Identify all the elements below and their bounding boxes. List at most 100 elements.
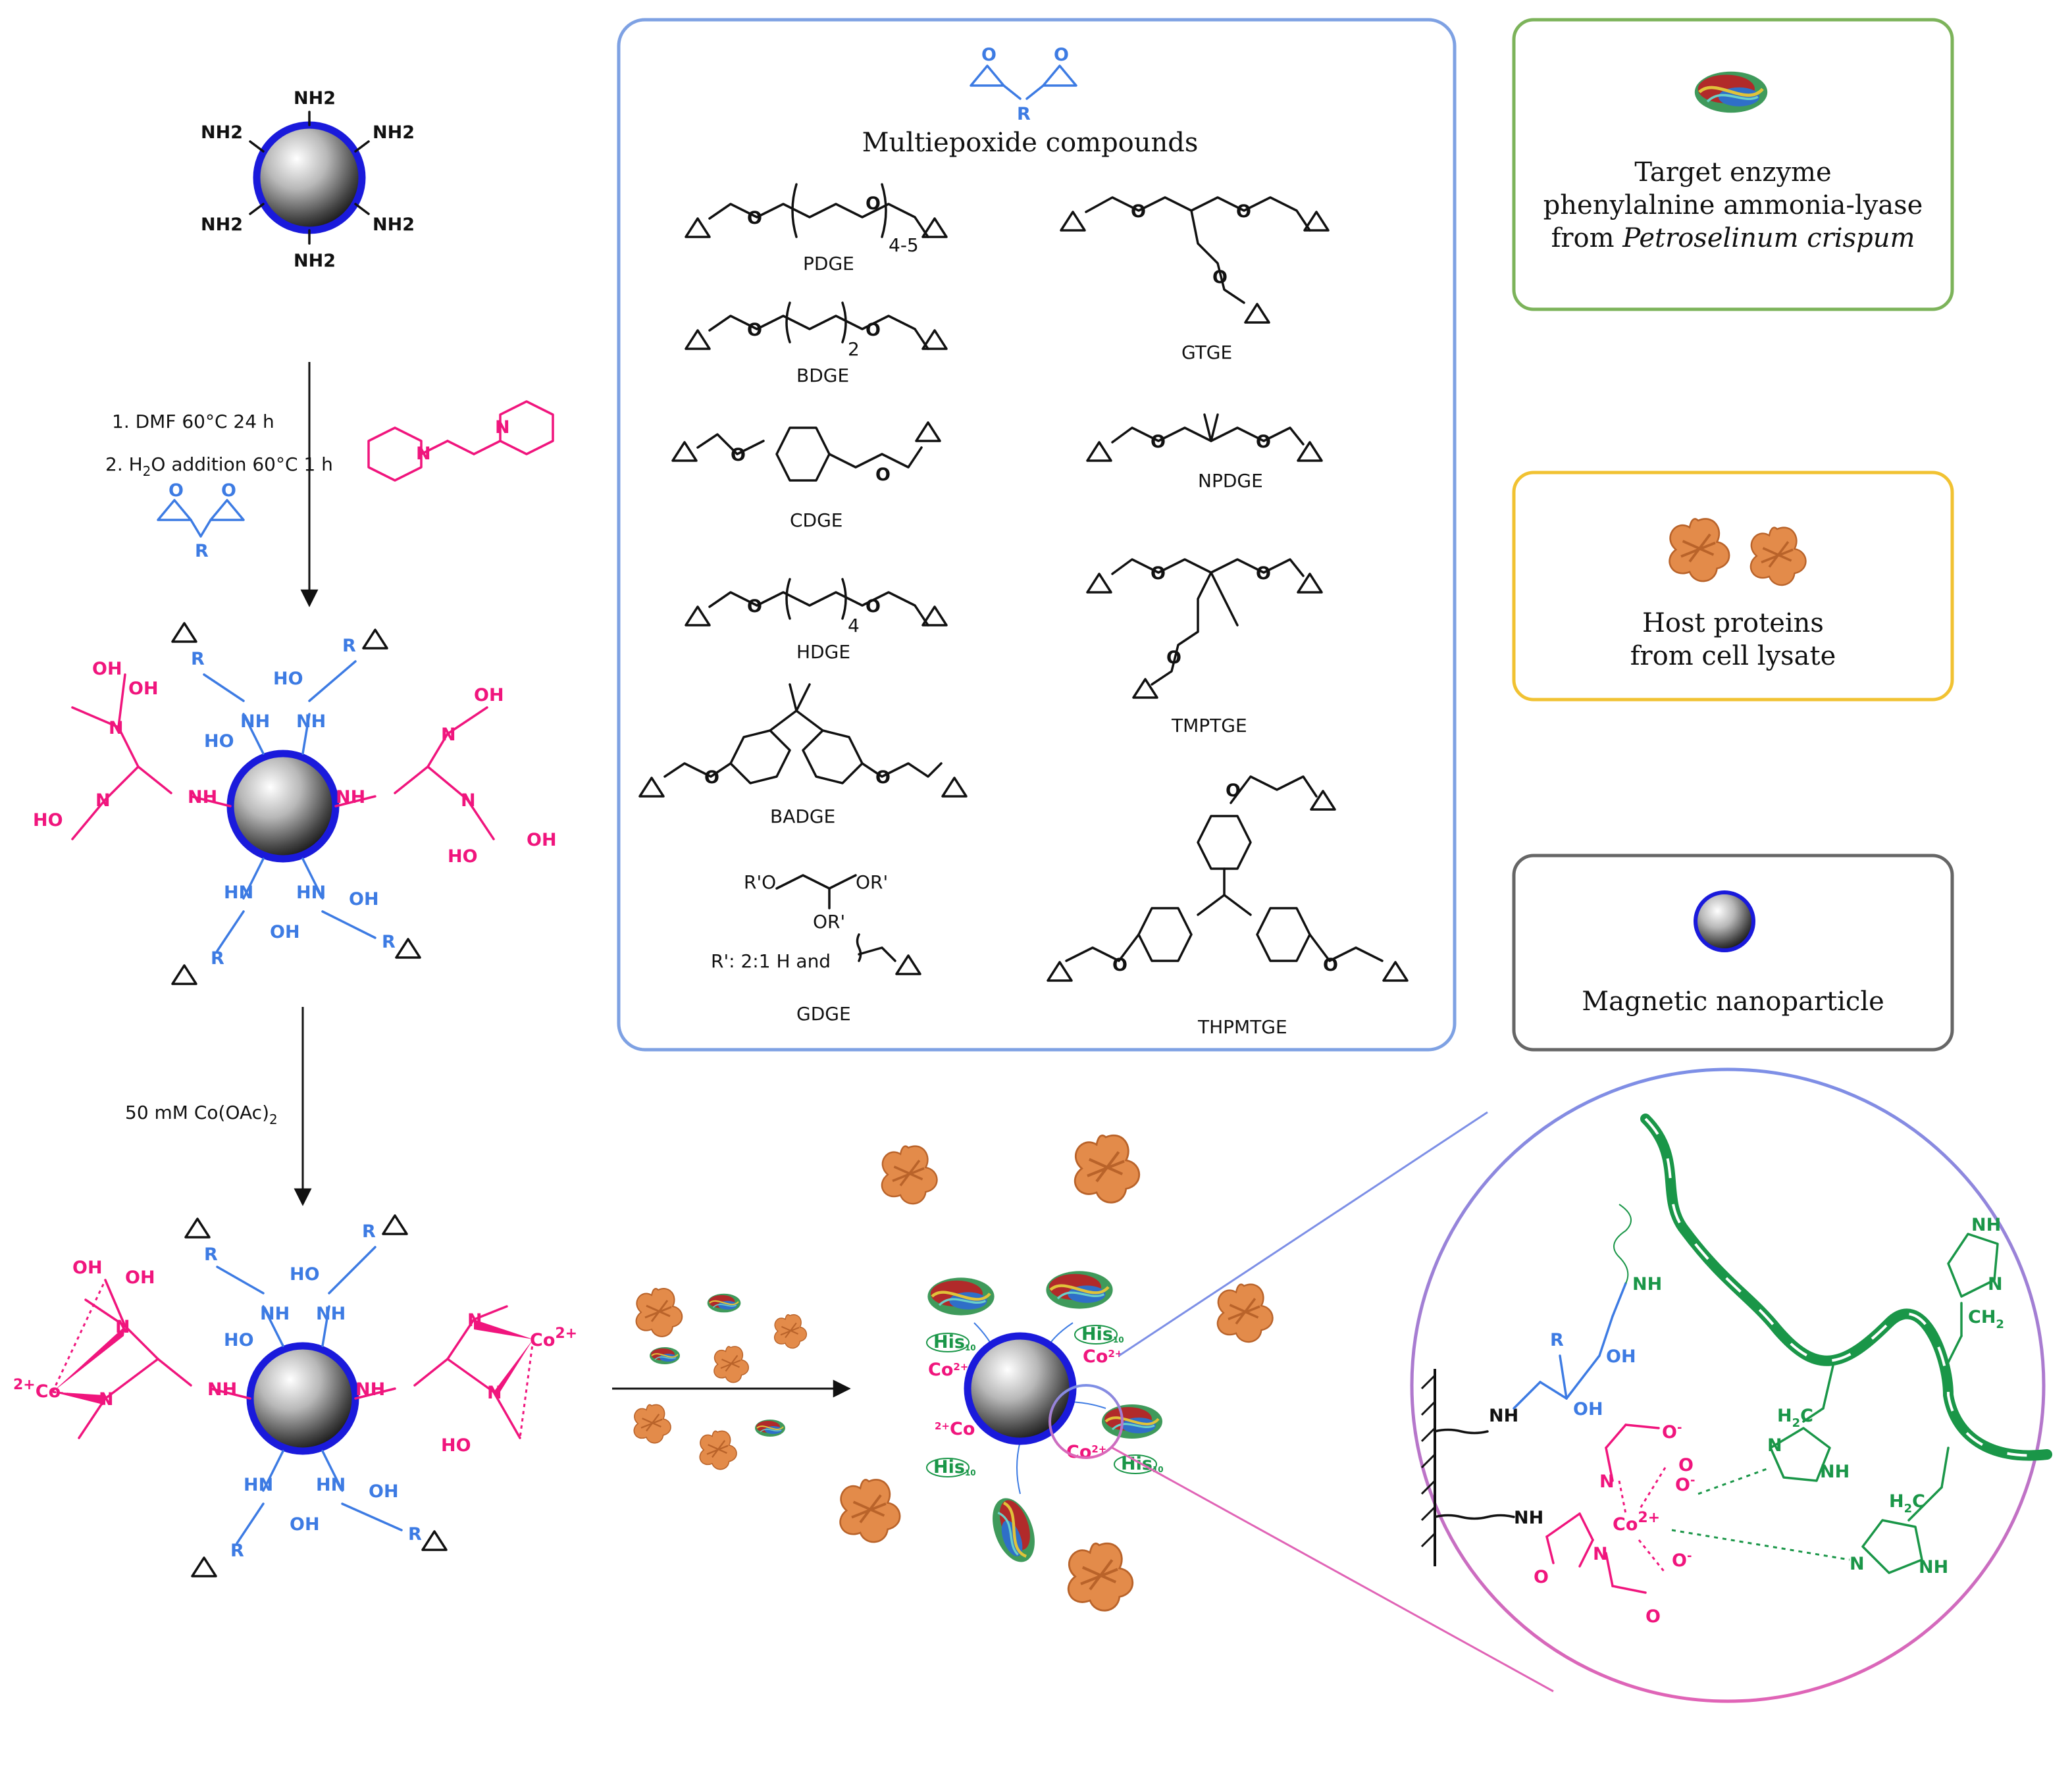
nh2-label: NH2 [201, 215, 243, 235]
svg-text:NH: NH [260, 1304, 290, 1324]
svg-text:HN: HN [244, 1475, 273, 1495]
svg-text:NH: NH [1820, 1462, 1850, 1482]
svg-text:HDGE: HDGE [796, 641, 850, 663]
svg-text:His10: His10 [933, 1457, 976, 1477]
svg-text:O: O [1054, 45, 1069, 65]
amine-nanoparticle: NH2 NH2 NH2 NH2 NH2 NH2 [201, 88, 415, 271]
nanoparticle-icon [1696, 892, 1753, 950]
svg-text:O: O [1678, 1455, 1694, 1475]
svg-text:O: O [1166, 648, 1181, 668]
svg-text:R': 2:1 H and: R': 2:1 H and [711, 950, 831, 972]
svg-text:O-: O- [1675, 1474, 1695, 1495]
svg-text:O: O [875, 767, 891, 788]
svg-text:PDGE: PDGE [803, 253, 854, 274]
svg-text:O: O [1226, 781, 1241, 801]
svg-text:O-: O- [1672, 1549, 1692, 1571]
svg-text:GDGE: GDGE [796, 1003, 851, 1025]
svg-text:HO: HO [290, 1264, 320, 1285]
svg-text:O: O [221, 480, 236, 501]
svg-text:OR': OR' [813, 911, 845, 933]
svg-text:O: O [875, 465, 891, 485]
svg-text:O: O [168, 480, 184, 501]
svg-text:HO: HO [441, 1435, 471, 1456]
legend-target-enzyme [1512, 18, 1954, 311]
host-line1: Host proteins [1642, 608, 1824, 638]
svg-text:R: R [1550, 1330, 1564, 1350]
target-line1: Target enzyme [1634, 157, 1831, 188]
svg-text:OH: OH [474, 685, 504, 705]
svg-text:O: O [866, 596, 881, 617]
magnetic-label: Magnetic nanoparticle [1582, 987, 1884, 1017]
svg-text:N: N [95, 790, 111, 811]
svg-text:O: O [747, 208, 762, 228]
svg-text:HO: HO [204, 731, 234, 752]
svg-text:OH: OH [349, 889, 379, 910]
svg-text:H2C: H2C [1777, 1406, 1813, 1430]
svg-text:OH: OH [72, 1258, 103, 1278]
svg-text:Co2+: Co2+ [530, 1325, 577, 1350]
svg-text:O: O [1212, 267, 1228, 288]
step1-line2: 2. H2O addition 60°C 1 h [105, 453, 333, 479]
svg-text:R: R [1017, 104, 1031, 124]
svg-text:NH: NH [1514, 1508, 1543, 1528]
step1-line1: 1. DMF 60°C 24 h [112, 411, 274, 432]
svg-text:O: O [866, 193, 881, 214]
compound-cdge: O O CDGE [671, 421, 941, 531]
svg-text:N: N [1599, 1472, 1615, 1492]
svg-text:R: R [382, 932, 396, 952]
svg-text:N: N [99, 1389, 114, 1410]
svg-text:OH: OH [270, 922, 300, 942]
svg-text:2+Co: 2+Co [935, 1419, 975, 1439]
svg-text:N: N [467, 1310, 482, 1331]
nh2-label: NH2 [373, 215, 415, 235]
svg-text:N: N [1593, 1544, 1608, 1564]
svg-text:R: R [230, 1541, 244, 1561]
svg-text:Co2+: Co2+ [1613, 1510, 1660, 1535]
host-line2: from cell lysate [1630, 641, 1836, 671]
svg-text:His10: His10 [933, 1332, 976, 1352]
svg-text:NH: NH [355, 1379, 385, 1400]
svg-text:R'O: R'O [744, 871, 776, 893]
svg-text:N: N [1850, 1554, 1865, 1574]
svg-text:HO: HO [224, 1330, 254, 1350]
svg-text:O: O [1323, 955, 1338, 975]
dianhydride: N N [367, 400, 554, 482]
legend-magnetic-nanoparticle [1512, 854, 1954, 1052]
svg-text:N: N [461, 790, 476, 811]
protein-mixture [633, 1287, 808, 1470]
svg-text:O: O [866, 320, 881, 340]
svg-text:O: O [1151, 432, 1166, 452]
svg-text:O-: O- [1662, 1421, 1682, 1443]
compound-bdge: O O 2 BDGE [685, 301, 948, 386]
svg-text:4: 4 [848, 615, 860, 636]
svg-text:OH: OH [290, 1514, 320, 1535]
svg-text:O: O [1256, 563, 1271, 584]
svg-text:O: O [981, 45, 997, 65]
svg-text:Co2+: Co2+ [1066, 1442, 1106, 1462]
compound-tmptge: O O O TMPTGE [1086, 558, 1323, 736]
svg-text:NH: NH [1971, 1215, 2001, 1235]
nh2-label: NH2 [294, 88, 336, 109]
svg-text:N: N [487, 1383, 502, 1403]
svg-text:N: N [109, 718, 124, 738]
epoxide-panel-title: Multiepoxide compounds [862, 128, 1199, 158]
svg-text:R: R [204, 1244, 218, 1265]
svg-text:O: O [731, 445, 746, 465]
svg-text:O: O [1534, 1567, 1549, 1587]
generic-diepoxide: O O R [157, 480, 245, 561]
svg-text:N: N [495, 417, 510, 438]
svg-text:H2C: H2C [1889, 1491, 1925, 1516]
target-enzyme-icon [1695, 72, 1767, 113]
svg-text:Co2+: Co2+ [928, 1360, 968, 1380]
compound-gtge: O O O GTGE [1060, 196, 1330, 363]
svg-text:NH: NH [207, 1379, 237, 1400]
nh2-label: NH2 [201, 122, 243, 143]
nh2-label: NH2 [373, 122, 415, 143]
compound-npdge: O O NPDGE [1086, 413, 1323, 492]
svg-text:NH: NH [316, 1304, 346, 1324]
svg-text:R: R [342, 636, 356, 656]
svg-text:OH: OH [527, 830, 557, 850]
svg-text:NH: NH [188, 787, 217, 808]
svg-text:CDGE: CDGE [790, 509, 843, 531]
host-protein-icon [1668, 517, 1731, 583]
